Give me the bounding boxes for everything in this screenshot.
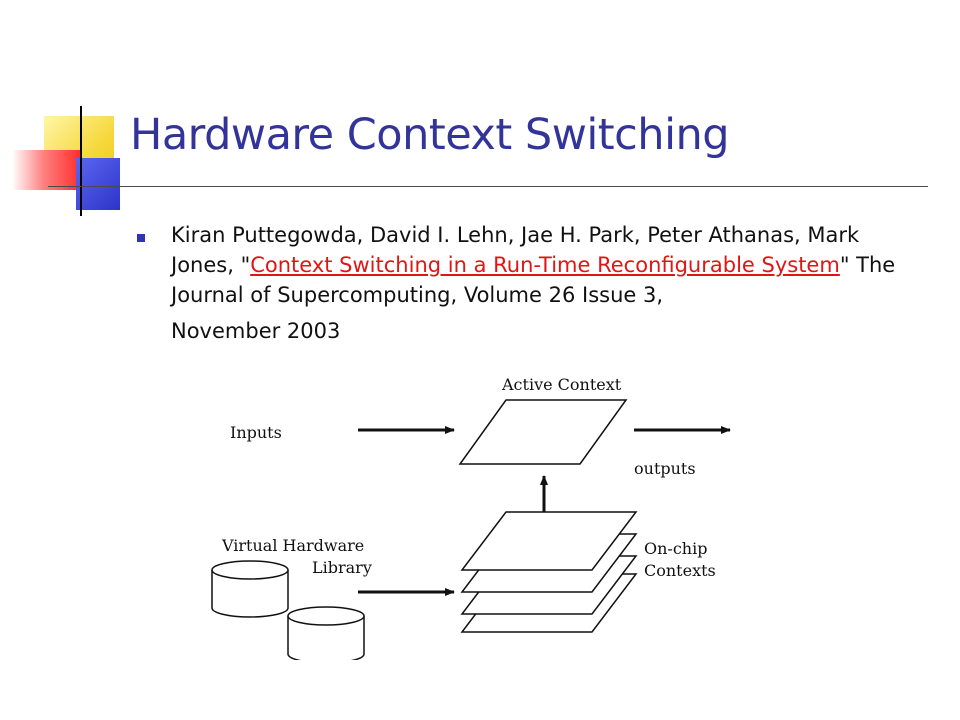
paper-title-link[interactable]: Context Switching in a Run-Time Reconfig… xyxy=(250,253,840,277)
active-context-plane xyxy=(458,399,628,465)
contexts-label: Contexts xyxy=(644,561,716,580)
outputs-label: outputs xyxy=(634,459,696,478)
slide-title: Hardware Context Switching xyxy=(130,110,730,160)
virtual-hardware-label: Virtual Hardware xyxy=(221,536,364,555)
on-chip-label: On-chip xyxy=(644,539,707,558)
active-context-label: Active Context xyxy=(501,375,622,394)
inputs-label: Inputs xyxy=(230,423,282,442)
decorative-blue-square xyxy=(76,158,120,210)
context-switching-diagram: Active Context Inputs outputs Virtual Ha… xyxy=(211,375,731,660)
title-underline xyxy=(48,186,928,187)
citation-text: Kiran Puttegowda, David I. Lehn, Jae H. … xyxy=(171,220,911,346)
bullet-marker xyxy=(137,234,145,242)
citation-authors: Kiran Puttegowda, David I. Lehn, Jae H. … xyxy=(171,223,860,277)
context-plane-1 xyxy=(460,511,638,571)
decorative-vertical-line xyxy=(80,106,82,216)
decorative-red-bar xyxy=(12,150,82,190)
citation-date: November 2003 xyxy=(171,319,341,343)
citation-journal: " The Journal of Supercomputing, Volume … xyxy=(171,253,896,307)
database-icon xyxy=(211,560,289,618)
library-label: Library xyxy=(312,558,372,577)
database-icon xyxy=(287,606,365,660)
